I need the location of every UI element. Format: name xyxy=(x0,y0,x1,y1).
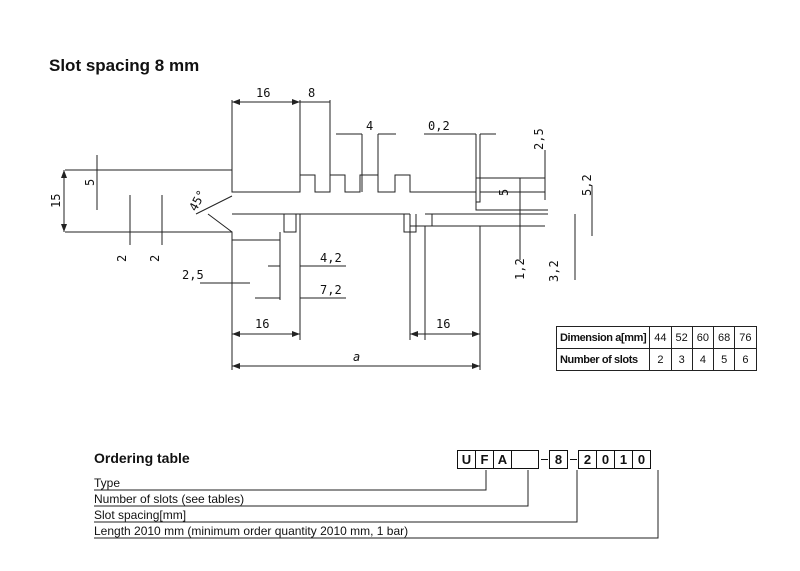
dim-left-2a: 2 xyxy=(115,255,129,262)
dim-right-2-5: 2,5 xyxy=(532,128,546,150)
table-cell: 52 xyxy=(670,326,693,349)
ordering-line-spacing: Slot spacing[mm] xyxy=(94,508,187,522)
page-title: Slot spacing 8 mm xyxy=(49,56,200,75)
order-code: U F A 8 2 0 1 0 xyxy=(457,450,651,469)
code-separator xyxy=(568,450,579,467)
code-char: 0 xyxy=(632,450,651,469)
dim-left-5: 5 xyxy=(83,179,97,186)
table-cell: 44 xyxy=(649,326,672,349)
table-row: Number of slots 2 3 4 5 6 xyxy=(555,348,757,371)
dimension-table: Dimension a[mm] 44 52 60 68 76 Number of… xyxy=(555,326,757,371)
dim-left-2b: 2 xyxy=(148,255,162,262)
ordering-title: Ordering table xyxy=(94,450,190,466)
dim-right-5: 5 xyxy=(497,189,511,196)
row-label-slots: Number of slots xyxy=(555,348,651,371)
dim-right-1-2: 1,2 xyxy=(513,258,527,280)
dim-top-8: 8 xyxy=(308,86,315,100)
ordering-line-slots: Number of slots (see tables) xyxy=(94,492,245,506)
code-char: 8 xyxy=(549,450,568,469)
dim-left-2-5: 2,5 xyxy=(182,268,204,282)
dim-mid-4-2: 4,2 xyxy=(320,251,342,265)
dim-bottom-16-right: 16 xyxy=(436,317,450,331)
dim-bottom-16-left: 16 xyxy=(255,317,269,331)
dim-left-15: 15 xyxy=(49,194,63,208)
table-cell: 76 xyxy=(734,326,757,349)
dim-mid-7-2: 7,2 xyxy=(320,283,342,297)
table-cell: 6 xyxy=(734,348,757,371)
dim-overall-a: a xyxy=(353,350,360,364)
table-row: Dimension a[mm] 44 52 60 68 76 xyxy=(555,326,757,349)
ordering-line-type: Type xyxy=(94,476,121,490)
table-cell: 3 xyxy=(670,348,693,371)
dim-top-16: 16 xyxy=(256,86,270,100)
code-separator xyxy=(539,450,550,467)
row-label-dimension: Dimension a[mm] xyxy=(555,326,651,349)
ordering-line-length: Length 2010 mm (minimum order quantity 2… xyxy=(94,524,409,538)
code-slots-blank xyxy=(511,450,539,469)
dim-right-5-2: 5,2 xyxy=(580,174,594,196)
dim-gap-0-2: 0,2 xyxy=(428,119,450,133)
dim-right-3-2: 3,2 xyxy=(547,260,561,282)
dim-slot-4: 4 xyxy=(366,119,373,133)
